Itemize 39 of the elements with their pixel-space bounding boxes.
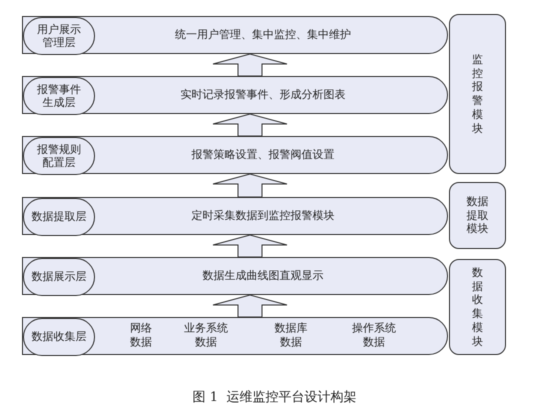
layer-name: 数据收集层 — [30, 330, 88, 344]
layer-name: 用户展示管理层 — [36, 22, 82, 50]
layer-name: 报警规则配置层 — [36, 142, 82, 170]
module-box — [449, 14, 506, 174]
layer-band — [22, 16, 448, 54]
data-source-text: 业务系统数据 — [184, 322, 228, 350]
layer-label-pill — [23, 17, 95, 55]
block-arrow — [212, 234, 288, 258]
layer-label-pill — [23, 318, 95, 356]
layer-description: 统一用户管理、集中监控、集中维护 — [175, 28, 351, 42]
layer-label-pill — [23, 77, 95, 115]
layer-name: 数据提取层 — [30, 210, 88, 224]
block-arrow — [212, 294, 288, 318]
layer-band — [22, 76, 448, 114]
module-name: 数据收集模块 — [472, 266, 483, 348]
layer-description: 实时记录报警事件、形成分析图表 — [180, 88, 346, 102]
layer-label-pill — [23, 258, 95, 296]
block-arrow — [212, 173, 288, 198]
data-source-text: 数据库数据 — [274, 322, 308, 350]
layer-band — [22, 197, 448, 235]
layer-description: 数据生成曲线图直观显示 — [202, 268, 324, 284]
module-name: 数据提取模块 — [466, 194, 488, 236]
module-box — [449, 259, 506, 355]
layer-name: 数据展示层 — [30, 270, 88, 284]
data-source-text: 网络数据 — [130, 322, 152, 350]
module-box — [449, 182, 506, 249]
layer-description: 定时采集数据到监控报警模块 — [192, 208, 334, 224]
figure-caption: 图 1 运维监控平台设计构架 — [192, 389, 358, 406]
layer-name: 报警事件生成层 — [36, 82, 82, 110]
layer-band — [22, 257, 448, 295]
block-arrow — [212, 113, 288, 136]
module-name: 监控报警模块 — [472, 52, 483, 136]
data-source-text: 操作系统数据 — [352, 322, 396, 350]
layer-band — [22, 317, 448, 355]
layer-description: 报警策略设置、报警阀值设置 — [192, 148, 334, 162]
layer-label-pill — [23, 137, 95, 175]
layer-label-pill — [23, 198, 95, 236]
block-arrow — [212, 53, 288, 76]
layer-band — [22, 136, 448, 174]
